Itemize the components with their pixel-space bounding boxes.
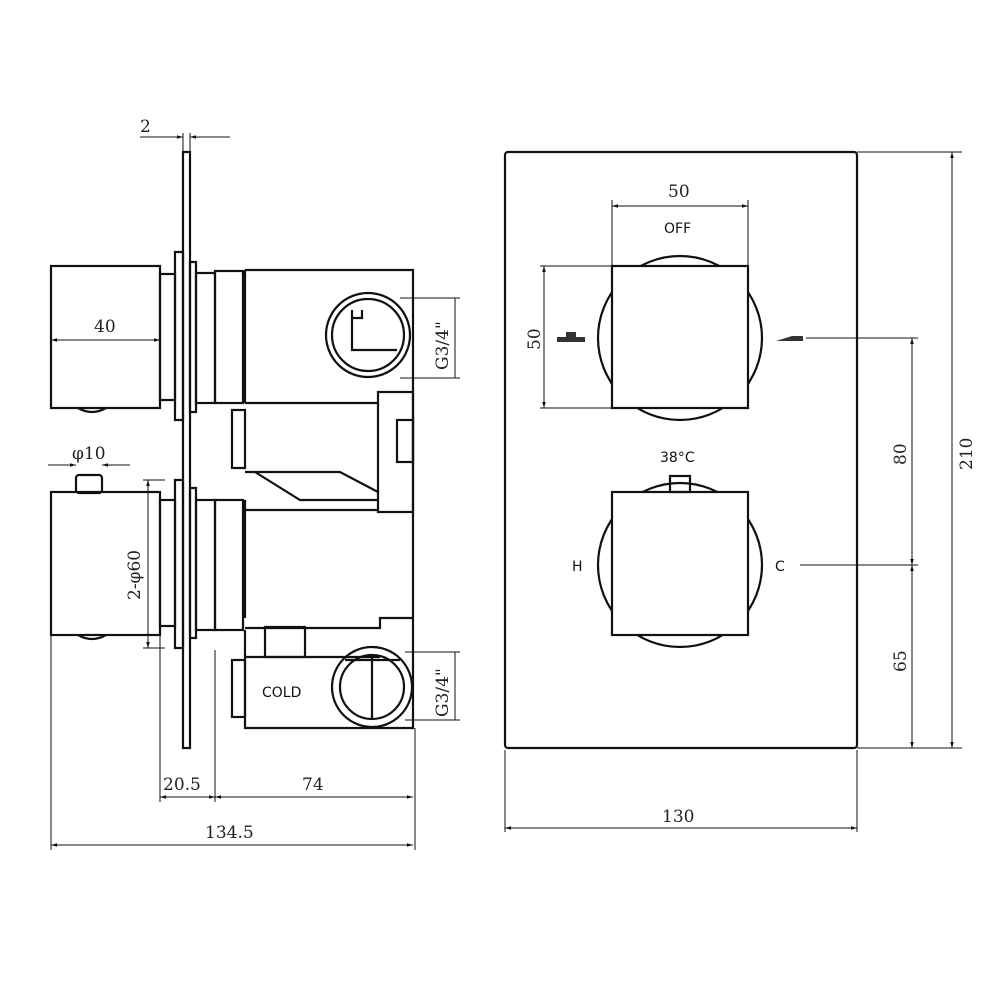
dim-plate-to-body: 20.5 (163, 775, 201, 795)
dim-port-thread-top: G3/4" (433, 321, 453, 370)
thermostat-knob (610, 490, 750, 637)
upper-port (324, 291, 412, 379)
cold-port (330, 645, 414, 729)
dim-knob-spacing: 80 (891, 443, 911, 465)
cold-label: C (775, 559, 785, 575)
temp-button (668, 474, 692, 494)
dim-bottom-offset: 65 (891, 650, 911, 672)
shower-head-icon (557, 332, 585, 342)
nut (230, 408, 247, 470)
off-label: OFF (664, 221, 691, 237)
dim-plate-height: 210 (957, 438, 977, 470)
dim-pin-diameter: φ10 (72, 444, 106, 464)
front-view: OFF 38°C H C 50 50 130 210 80 65 (503, 150, 977, 832)
wall-plate (181, 150, 192, 750)
hand-shower-icon (776, 336, 803, 341)
lower-rosette (596, 481, 764, 649)
hot-label: H (572, 559, 583, 575)
dim-knob-width: 50 (668, 182, 690, 202)
dim-plate-width: 130 (662, 807, 694, 827)
side-view: COLD 2 40 φ10 2-φ60 20.5 74 134.5 G3/4" … (48, 117, 460, 850)
upper-rosette (596, 254, 764, 422)
nut (230, 658, 247, 719)
dim-plate-thickness: 2 (140, 117, 151, 137)
dim-knob-diameter: 2-φ60 (125, 550, 145, 600)
dim-overall-depth: 134.5 (205, 823, 254, 843)
pin (74, 473, 104, 495)
dim-knob-depth: 40 (94, 317, 116, 337)
temp-label: 38°C (660, 450, 695, 466)
cold-label: COLD (262, 685, 301, 701)
upper-knob (49, 264, 162, 410)
diverter-knob (610, 264, 750, 410)
dim-port-thread-bottom: G3/4" (433, 668, 453, 717)
front-plate (503, 150, 859, 750)
dim-body-depth: 74 (302, 775, 324, 795)
dim-knob-height: 50 (525, 328, 545, 350)
